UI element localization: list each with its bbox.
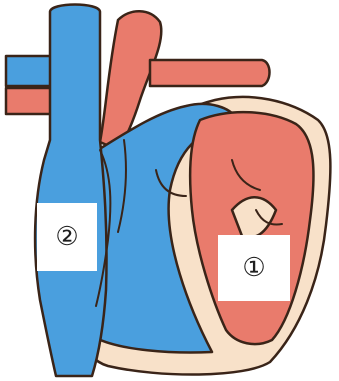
label-1-text: ① (242, 253, 265, 283)
pulmonary-vein-lower (6, 88, 56, 114)
label-2-text: ② (55, 222, 78, 252)
pulmonary-vein-upper (6, 56, 56, 86)
label-1-box: ① (218, 235, 290, 301)
pulmonary-artery-branch (150, 60, 270, 86)
label-2-box: ② (37, 203, 97, 271)
